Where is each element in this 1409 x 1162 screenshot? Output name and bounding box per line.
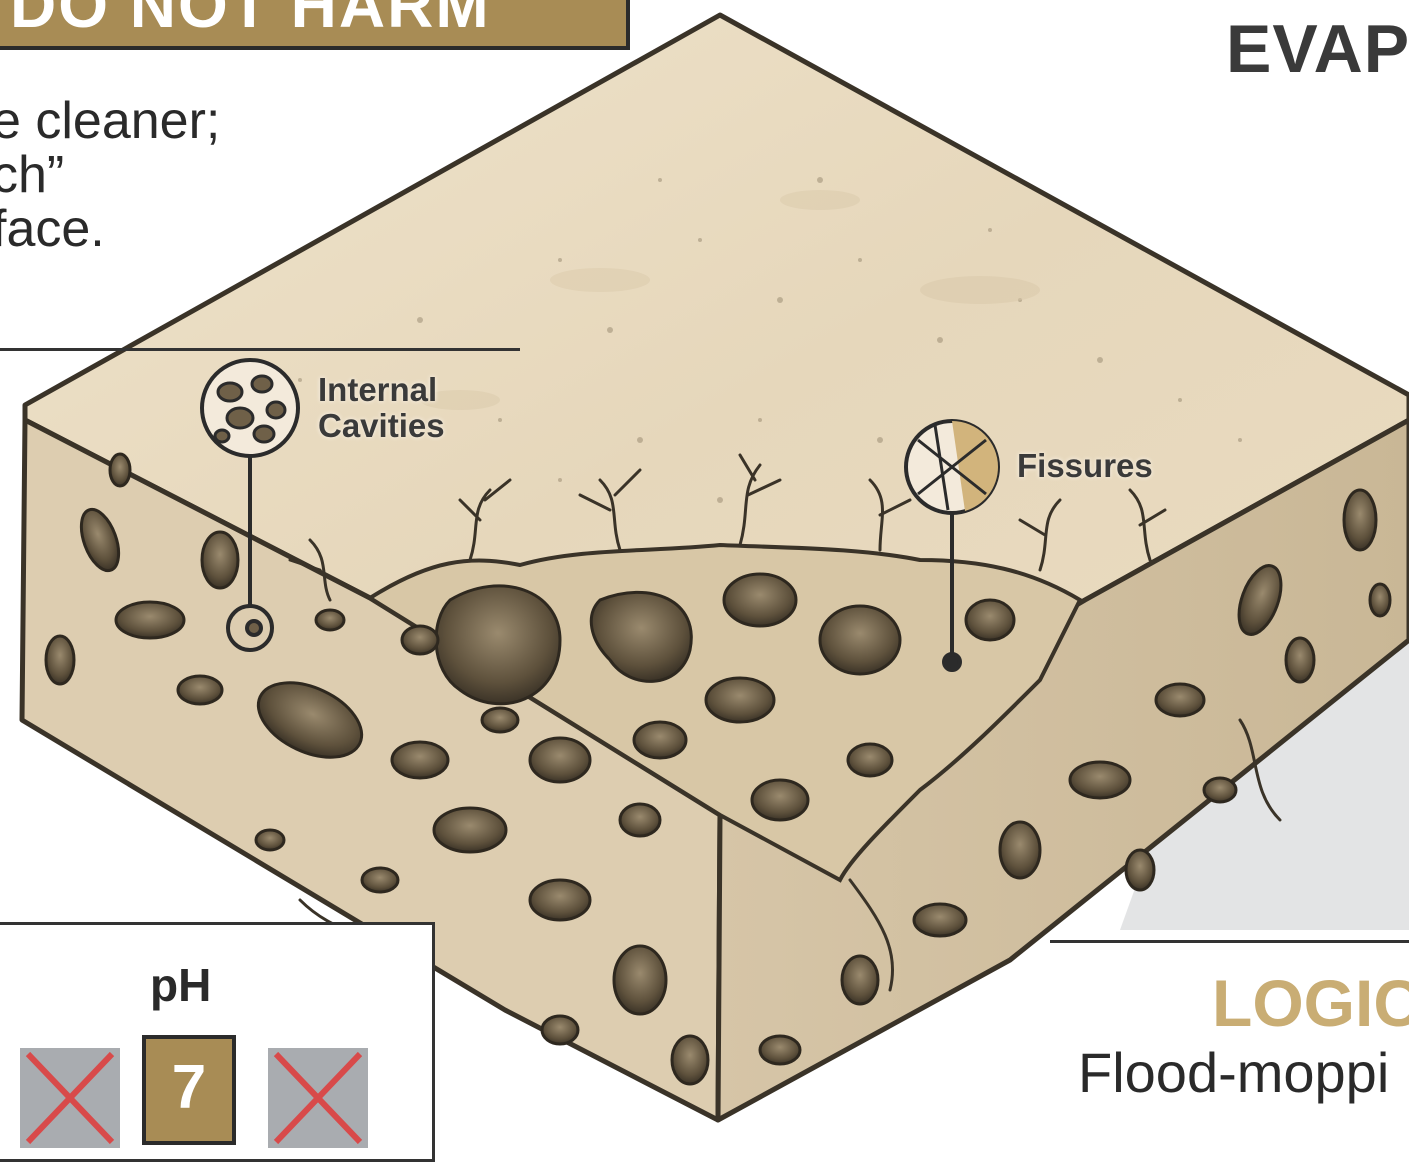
ph-neutral-box: 7 xyxy=(142,1035,236,1145)
fissures-label: Fissures xyxy=(1017,448,1153,484)
tip-line: face. xyxy=(0,202,292,256)
cross-icon xyxy=(268,1048,368,1148)
divider xyxy=(1050,940,1409,943)
tip-text-block: e cleaner; ch” face. xyxy=(0,94,292,256)
cross-icon xyxy=(20,1048,120,1148)
divider xyxy=(0,348,520,351)
tip-line: ch” xyxy=(0,148,292,202)
tip-line: e cleaner; xyxy=(0,94,292,148)
callout-line: Internal xyxy=(318,372,445,408)
ph-alkaline-cell xyxy=(268,1048,368,1148)
callout-line: Cavities xyxy=(318,408,445,444)
header-banner: DO NOT HARM xyxy=(0,0,630,50)
header-banner-text: DO NOT HARM xyxy=(10,0,491,41)
ph-acidic-cell xyxy=(20,1048,120,1148)
ph-label: pH xyxy=(150,958,211,1012)
logic-text: Flood-moppi xyxy=(1078,1040,1389,1105)
internal-cavities-label: Internal Cavities xyxy=(318,372,445,444)
logic-heading: LOGIC xyxy=(1212,965,1409,1041)
evaporation-heading: EVAPO xyxy=(1226,10,1409,88)
